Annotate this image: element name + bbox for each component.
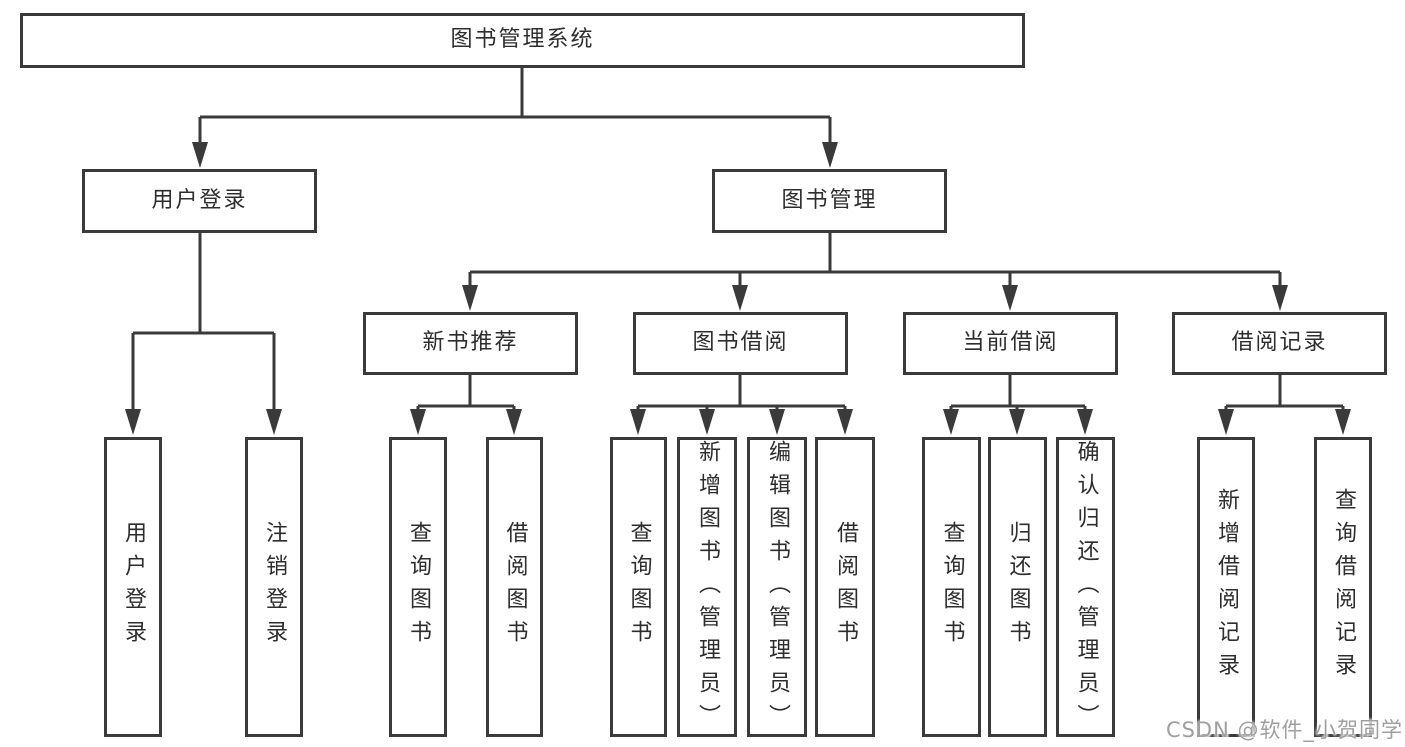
leaf-user-login: 用户登录 xyxy=(104,437,162,737)
leaf-edit-book-admin: 编辑图书（管理员） xyxy=(747,437,807,737)
node-new-book-recommendation: 新书推荐 xyxy=(363,312,578,375)
leaf-add-borrowing-record: 新增借阅记录 xyxy=(1197,437,1255,737)
node-book-borrowing: 图书借阅 xyxy=(633,312,848,375)
watermark: CSDN @软件_小贺同学 xyxy=(1165,718,1403,742)
node-current-borrowing: 当前借阅 xyxy=(903,312,1118,375)
leaf-recommend-borrow-books: 借阅图书 xyxy=(486,437,543,737)
node-book-management: 图书管理 xyxy=(712,169,947,233)
node-user-login: 用户登录 xyxy=(82,169,317,233)
leaf-recommend-query-books: 查询图书 xyxy=(389,437,447,737)
leaf-add-book-admin: 新增图书（管理员） xyxy=(677,437,737,737)
leaf-return-books: 归还图书 xyxy=(988,437,1047,737)
leaf-logout: 注销登录 xyxy=(245,437,303,737)
leaf-borrowing-borrow-books: 借阅图书 xyxy=(815,437,875,737)
leaf-confirm-return-admin: 确认归还（管理员） xyxy=(1056,437,1115,737)
arrowheads xyxy=(125,142,1351,435)
leaf-borrowing-query-books: 查询图书 xyxy=(610,437,667,737)
leaf-current-query-books: 查询图书 xyxy=(922,437,981,737)
node-borrowing-records: 借阅记录 xyxy=(1172,312,1387,375)
node-library-system: 图书管理系统 xyxy=(20,13,1025,68)
leaf-query-borrowing-record: 查询借阅记录 xyxy=(1314,437,1372,737)
